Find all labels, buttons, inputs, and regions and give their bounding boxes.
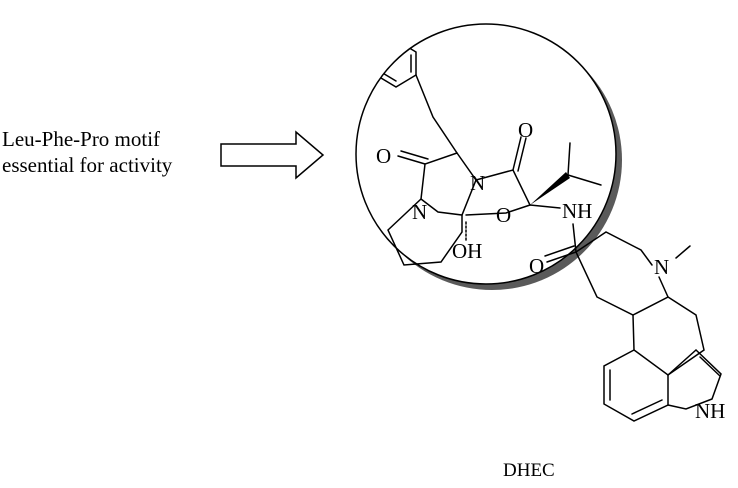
highlight-circle [355,23,622,290]
atom-labels: O O N N O OH NH O N NH [376,118,725,423]
hollow-arrow-icon [220,130,325,180]
atom-o-lactam-left: O [376,144,391,168]
annotation-line-2: essential for activity [2,153,173,177]
atom-n-center: N [470,171,485,195]
atom-n-methyl: N [654,255,669,279]
compound-name: DHEC [503,460,555,481]
atom-o-lactam-top: O [518,118,533,142]
atom-o-amide: O [529,254,544,278]
atom-n-pyrrolidine: N [412,200,427,224]
atom-nh-amide: NH [562,199,592,223]
atom-o-oxazolidine: O [496,203,511,227]
atom-oh: OH [452,239,482,263]
annotation-text: Leu-Phe-Pro motif essential for activity [2,126,172,178]
annotation-line-1: Leu-Phe-Pro motif [2,127,161,151]
atom-nh-indole: NH [695,399,725,423]
